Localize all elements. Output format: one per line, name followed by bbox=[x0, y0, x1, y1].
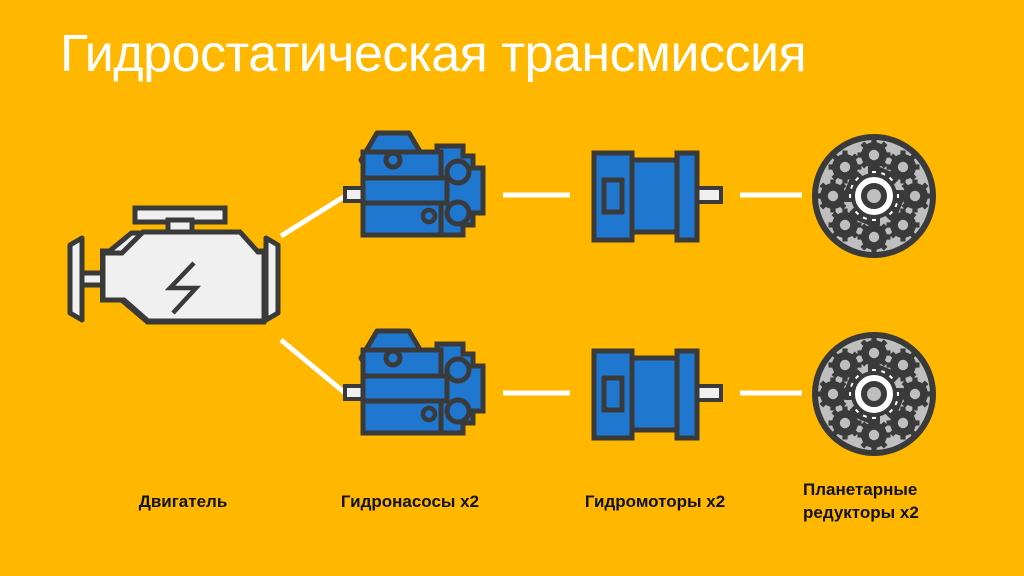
pump-slot-top bbox=[360, 175, 450, 206]
pump-port-upper-bottom bbox=[444, 356, 472, 384]
pump-bolt-top bbox=[420, 207, 438, 225]
label-engine: Двигатель bbox=[138, 492, 228, 511]
motor-icon-top bbox=[591, 150, 723, 243]
motor-body-bottom bbox=[626, 355, 685, 433]
label-motors: Гидромоторы x2 bbox=[584, 492, 726, 511]
pump-icon-bottom bbox=[343, 328, 486, 436]
motor-inner-port-bottom bbox=[601, 375, 625, 413]
pump-icon-top bbox=[343, 130, 486, 238]
page-title: Гидростатическая трансмиссия bbox=[60, 25, 807, 83]
connector-engine-to-pump-top bbox=[279, 193, 347, 239]
motor-icon-bottom bbox=[591, 348, 723, 441]
motor-left-block-top bbox=[591, 150, 635, 243]
lightning-bolt-icon bbox=[164, 261, 202, 315]
sun-gear-bottom bbox=[844, 364, 904, 424]
label-pumps: Гидронасосы x2 bbox=[340, 492, 480, 511]
motor-inner-port-top bbox=[601, 177, 625, 215]
connector-lines bbox=[279, 192, 802, 396]
motor-right-plate-bottom bbox=[674, 348, 700, 441]
planetary-gear-icon-bottom bbox=[812, 332, 936, 456]
motor-right-plate-top bbox=[674, 150, 700, 243]
engine-icon bbox=[67, 205, 281, 325]
pump-bolt-bottom bbox=[420, 405, 438, 423]
engine-left-flange bbox=[67, 235, 85, 323]
planetary-gear-icon-top bbox=[812, 134, 936, 258]
pump-hex-center-bottom bbox=[383, 348, 403, 368]
planet-gears-top bbox=[816, 138, 932, 254]
pump-slot-bottom bbox=[360, 373, 450, 404]
planet-gears-bottom bbox=[816, 336, 932, 452]
motor-shaft-top bbox=[695, 186, 723, 204]
pump-port-lower-top bbox=[444, 199, 472, 227]
pump-hex-center-top bbox=[383, 150, 403, 170]
pump-port-upper-top bbox=[444, 158, 472, 186]
motor-shaft-bottom bbox=[695, 384, 723, 402]
connector-engine-to-pump-bottom bbox=[279, 338, 347, 395]
sun-gear-top bbox=[844, 166, 904, 226]
motor-body-top bbox=[626, 157, 685, 235]
label-reducers: Планетарные редукторы x2 bbox=[803, 480, 919, 522]
pump-port-lower-bottom bbox=[444, 397, 472, 425]
